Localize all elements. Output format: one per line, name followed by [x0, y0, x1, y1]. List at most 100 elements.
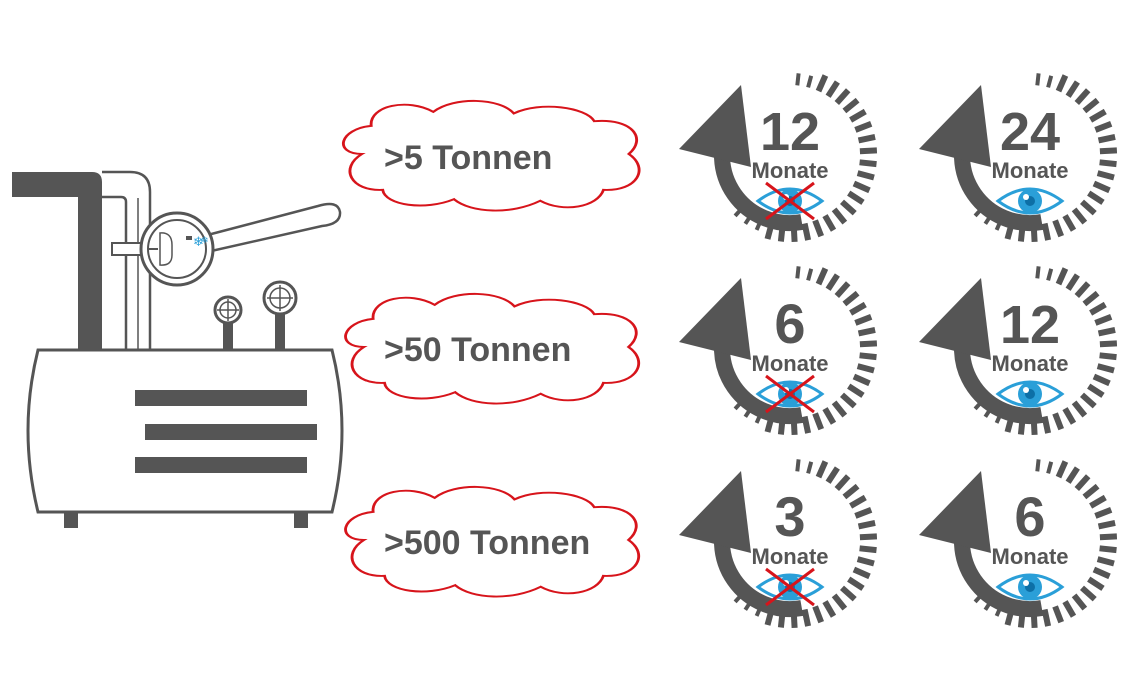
tank-stripe [135, 457, 307, 473]
clock-tick [1074, 88, 1091, 106]
clock-tick [1096, 170, 1115, 181]
clock-tick [859, 159, 877, 168]
interval-unit: Monate [992, 544, 1069, 569]
clock-tick [852, 566, 871, 580]
interval-value: 6 [1014, 485, 1045, 548]
clock-tick [1071, 593, 1088, 611]
clock-tick [825, 466, 840, 484]
clock-tick [831, 207, 848, 225]
clock-tick [1092, 566, 1111, 580]
clock-tick [1096, 556, 1115, 567]
clock-tick [1055, 267, 1069, 286]
clock-tick [1046, 268, 1054, 281]
clock-tick [1062, 600, 1077, 618]
clock-tick [1099, 159, 1117, 168]
eye-icon [995, 380, 1065, 408]
clock-tick [815, 267, 829, 286]
clock-tick [839, 585, 857, 602]
clock-tick [834, 88, 851, 106]
clock-tick [856, 363, 875, 374]
clock-tick [1055, 74, 1069, 93]
clock-tick [847, 576, 865, 591]
clock-tick [859, 340, 878, 348]
clock-tick [857, 133, 876, 144]
cross-out-icon [765, 567, 815, 607]
clock-tick [795, 459, 801, 472]
clock-tick [806, 461, 814, 474]
rotation-arrow-head [679, 278, 751, 360]
threshold-cloud-row-1: >5 Tonnen [341, 99, 641, 212]
clock-tick [1097, 326, 1116, 337]
rotation-arrow-head [679, 85, 751, 167]
clock-tick [857, 519, 876, 530]
interval-value: 24 [1000, 102, 1060, 162]
clock-tick [834, 474, 851, 492]
clock-tick [1079, 585, 1097, 602]
clock-tick [1092, 180, 1111, 194]
pipe-outer [12, 172, 102, 350]
clock-tick [822, 600, 837, 618]
snowflake-icon: ❄ [193, 235, 204, 250]
clock-tick [1062, 407, 1077, 425]
clock-tick [856, 170, 875, 181]
clock-tick [1065, 273, 1080, 291]
interval-value: 3 [774, 485, 805, 548]
threshold-cloud-row-2: >50 Tonnen [344, 292, 641, 405]
cross-out-icon [765, 374, 815, 414]
clock-tick [1041, 608, 1052, 627]
clock-tick [834, 281, 851, 299]
clock-tick [1035, 459, 1041, 472]
clock-tick [825, 80, 840, 98]
clock-tick [825, 273, 840, 291]
threshold-clouds: >5 Tonnen >50 Tonnen >500 Tonnen [341, 99, 641, 598]
clock-tick [1089, 108, 1107, 123]
interval-unit: Monate [752, 158, 829, 183]
clock-tick [1052, 219, 1064, 238]
clock-tick [801, 608, 812, 627]
clock-tick [852, 373, 871, 387]
tank-stripe [145, 424, 317, 440]
pressure-gauge-large [262, 280, 298, 354]
interval-unit: Monate [752, 544, 829, 569]
clock-tick [1071, 207, 1088, 225]
clock-tick [831, 400, 848, 418]
clock-tick [839, 199, 857, 216]
clock-tick [859, 545, 877, 554]
clock-tick [842, 290, 860, 307]
clock-tick [1055, 460, 1069, 479]
clock-tick [1099, 533, 1118, 541]
clock-tick [1041, 222, 1052, 241]
clock-tick [1097, 133, 1116, 144]
clock-tick [812, 605, 824, 624]
clock-tick [1099, 340, 1118, 348]
cross-out-icon [765, 181, 815, 221]
clock-tick [831, 593, 848, 611]
valve-handle [194, 202, 342, 256]
clock-tick [1087, 383, 1105, 398]
clock-tick [1092, 373, 1111, 387]
tank-stripe [135, 390, 307, 406]
clock-tick [856, 556, 875, 567]
clock-tick [852, 180, 871, 194]
clock-tick [1099, 352, 1117, 361]
interval-value: 6 [774, 292, 805, 355]
clock-tick [1087, 190, 1105, 205]
clock-tick [849, 301, 867, 316]
interval-value: 12 [760, 102, 820, 162]
clock-tick [847, 190, 865, 205]
clock-tick [1062, 214, 1077, 232]
clock-tick [1082, 483, 1100, 500]
clock-tick [859, 533, 878, 541]
clock-tick [1052, 605, 1064, 624]
clock-tick [1099, 147, 1118, 155]
clock-tick [812, 412, 824, 431]
clock-tick [859, 147, 878, 155]
clock-tick [857, 326, 876, 337]
threshold-label: >50 Tonnen [384, 331, 571, 369]
interval-unit: Monate [752, 351, 829, 376]
rotation-arrow-head [919, 85, 991, 167]
